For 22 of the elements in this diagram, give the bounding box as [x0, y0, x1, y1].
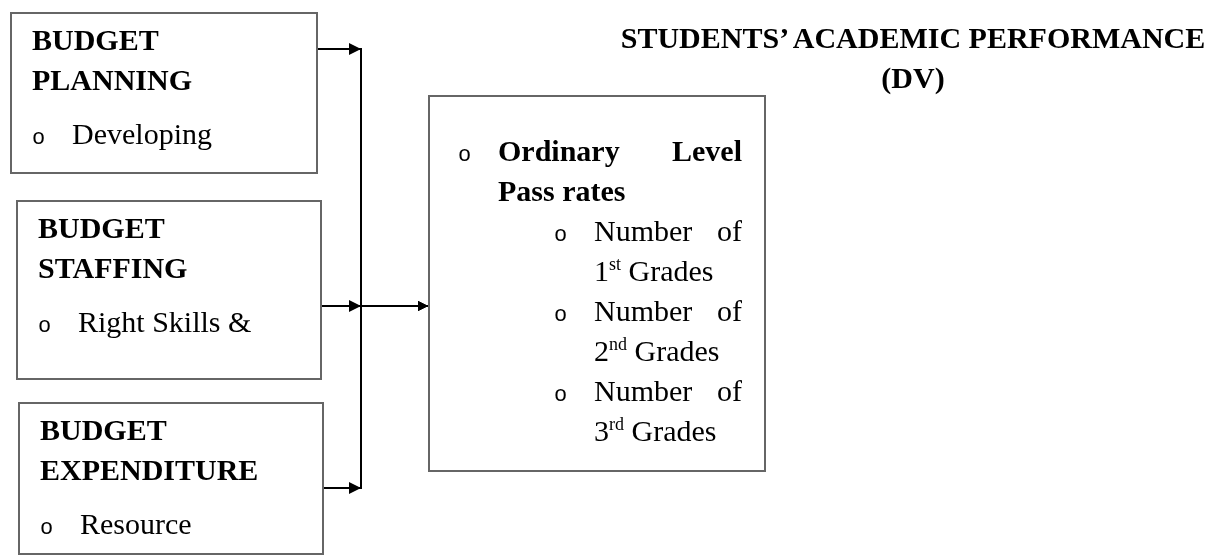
bullet-marker: o: [32, 125, 47, 153]
bullet-marker: o: [458, 142, 473, 170]
bullet-item: Ordinary Level Pass rates: [498, 133, 742, 209]
box-heading: BUDGET STAFFING: [38, 210, 189, 286]
bullet-marker: o: [554, 382, 569, 410]
process-box: [18, 402, 324, 555]
box-heading: BUDGET PLANNING: [32, 22, 193, 98]
process-box: [16, 200, 322, 380]
outcome-box: [428, 95, 766, 472]
bullet-item: Right Skills &: [78, 304, 253, 340]
bullet-item: Resource: [80, 506, 193, 542]
bullet-item: Number of 3$^{rd}$ Grades: [594, 373, 742, 449]
process-box: [10, 12, 318, 174]
bullet-marker: o: [38, 313, 53, 341]
bullet-marker: o: [554, 302, 569, 330]
diagram-title: STUDENTS’ ACADEMIC PERFORMANCE (DV): [619, 20, 1207, 96]
bullet-item: Number of 1$^{st}$ Grades: [594, 213, 742, 289]
bullet-item: Developing: [72, 116, 213, 152]
box-heading: BUDGET EXPENDITURE: [40, 412, 260, 488]
bullet-marker: o: [40, 515, 55, 543]
bullet-marker: o: [554, 222, 569, 250]
bullet-item: Number of 2$^{nd}$ Grades: [594, 293, 742, 369]
